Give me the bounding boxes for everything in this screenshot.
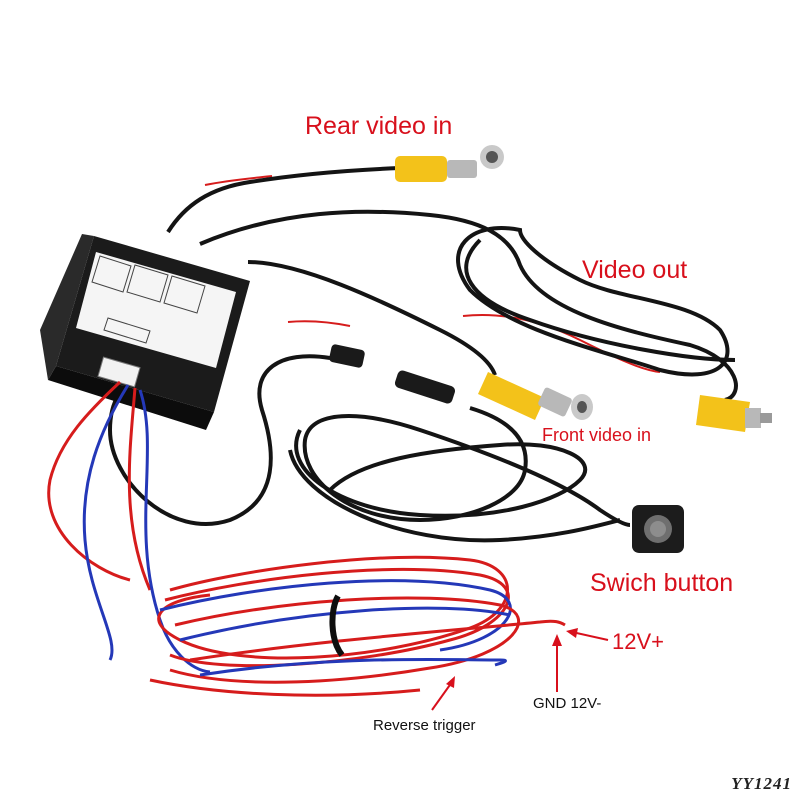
red-lead — [204, 175, 273, 186]
red-lead — [462, 314, 661, 373]
switch-cable — [302, 406, 631, 527]
switch-cable — [107, 354, 331, 526]
box-label — [76, 252, 236, 368]
reverse-trigger-label: Reverse trigger — [373, 717, 476, 734]
switch-coil — [288, 449, 621, 543]
switch-button-device — [632, 505, 684, 553]
video-out-coil — [456, 226, 730, 377]
ground-label: GND 12V- — [533, 695, 602, 712]
watermark: YY1241 — [731, 774, 792, 793]
front-video-in-label: Front video in — [542, 425, 652, 445]
front-video-cable — [247, 260, 497, 376]
power-wires — [47, 380, 566, 697]
box-connector — [97, 356, 141, 388]
inline-connector — [394, 370, 456, 404]
rear-video-cable — [166, 166, 401, 234]
switch-button-label: Swich button — [590, 569, 734, 597]
inline-connector — [329, 344, 365, 368]
control-box — [40, 234, 250, 430]
video-out-rca-connector — [696, 395, 772, 432]
front-rca-connector — [478, 372, 593, 420]
red-lead — [287, 320, 351, 327]
rear-video-in-label: Rear video in — [305, 112, 453, 140]
cable-tie — [329, 594, 345, 657]
video-out-coil — [464, 238, 736, 362]
power-positive-label: 12V+ — [612, 629, 664, 654]
video-out-label: Video out — [582, 256, 688, 284]
rear-rca-connector — [395, 145, 504, 182]
video-out-cable — [199, 209, 738, 402]
pointer-lines — [431, 628, 609, 711]
switch-coil — [294, 429, 588, 518]
